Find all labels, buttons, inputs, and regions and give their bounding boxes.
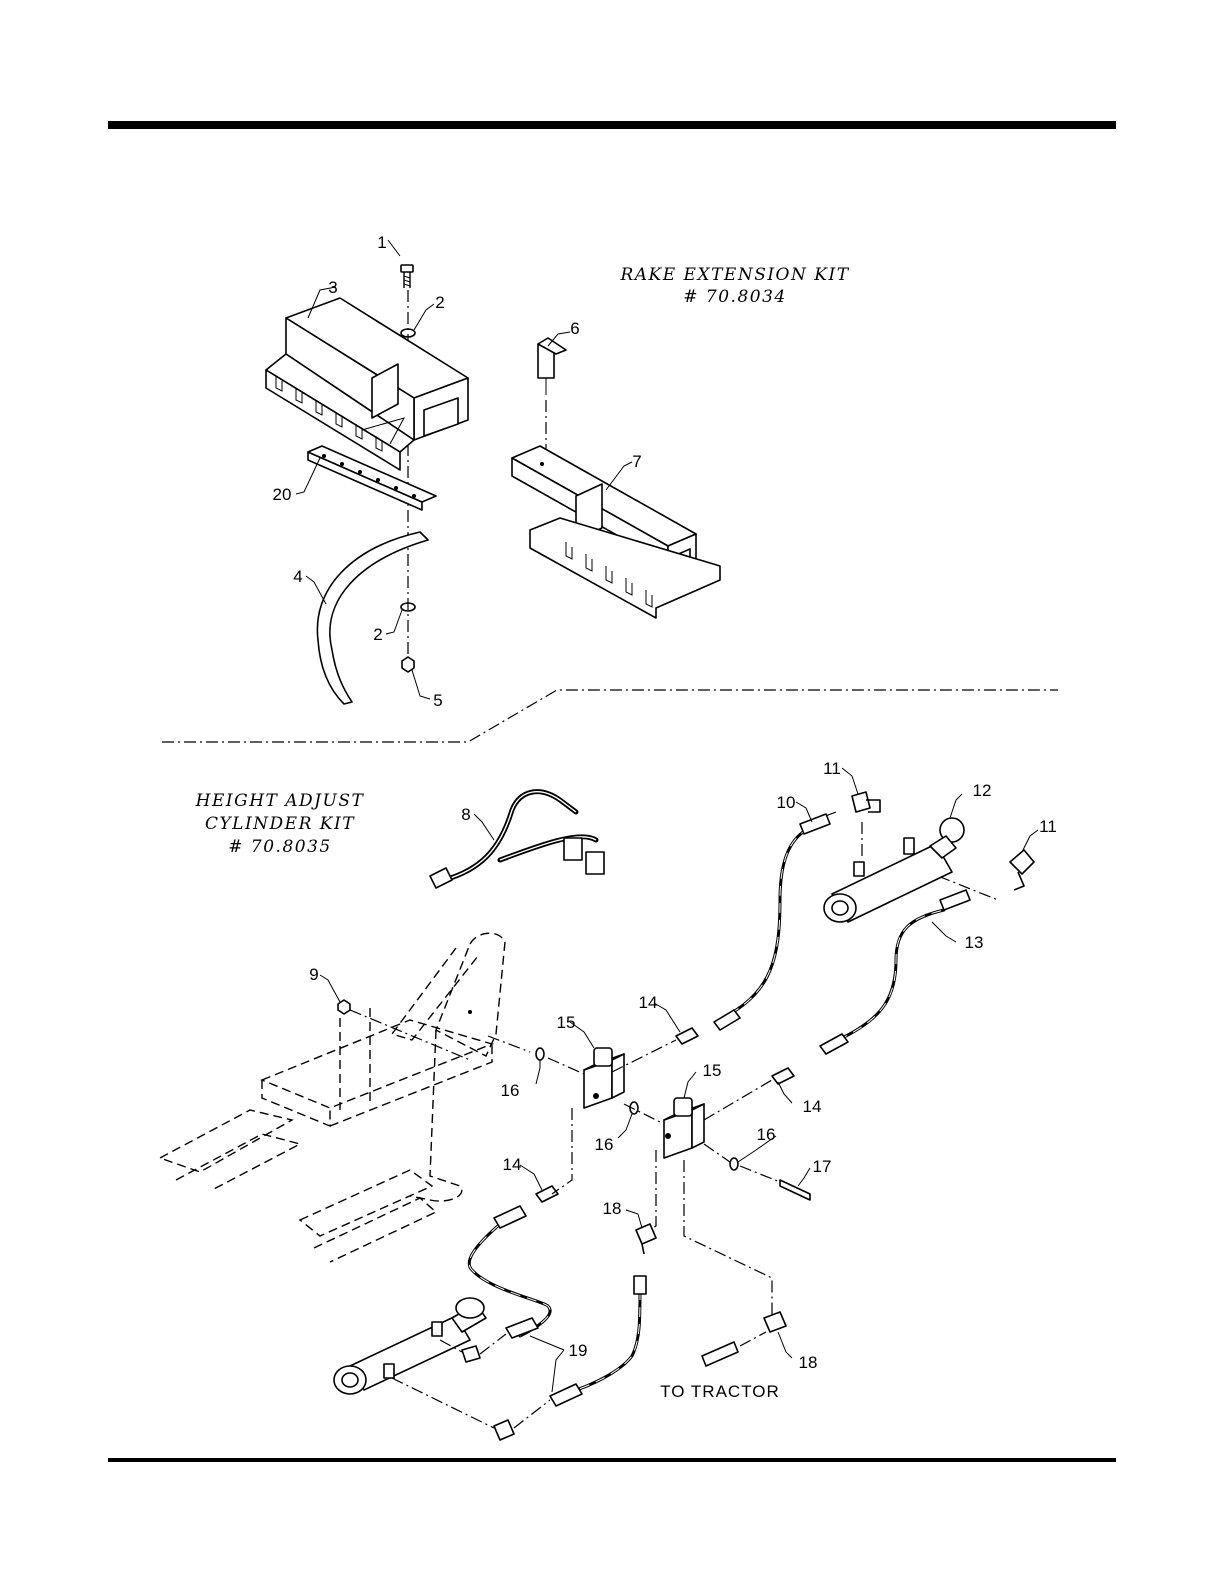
callout-14-c: 14 [503,1155,522,1174]
callout-11-upper: 11 [823,759,841,778]
tractor-coupler-part [702,1342,738,1366]
rake-bracket-left-part [266,298,468,470]
callout-16-a: 16 [501,1081,520,1100]
callout-15-a: 15 [557,1013,576,1032]
section-divider-line [162,690,1058,742]
solenoid-valve-part-left [584,1048,624,1108]
o-ring-part-c [730,1158,738,1170]
callout-18-a: 18 [603,1199,622,1218]
callout-2-upper: 2 [435,293,444,312]
callout-7: 7 [632,452,641,471]
rake-tine-part [317,532,428,704]
callout-16-b: 16 [595,1135,614,1154]
fitting-centerline [350,1010,470,1060]
tee-fitting-part-b [764,1312,786,1332]
callout-13: 13 [965,933,984,952]
height-kit-title-line1: HEIGHT ADJUST [195,791,365,811]
mounting-plate-part [308,446,436,510]
tractor-centerline [740,1332,766,1346]
callout-1: 1 [377,233,386,252]
callout-11-right: 11 [1039,817,1057,836]
rake-kit-title: RAKE EXTENSION KIT [619,265,849,285]
height-kit-number: # 70.8035 [228,837,331,857]
tee-fitting-part-a [636,1224,656,1254]
callout-17: 17 [813,1157,832,1176]
elbow-fitting-part-d [494,1420,514,1440]
callout-19: 19 [569,1341,588,1360]
callout-12: 12 [973,781,992,800]
hydraulic-cylinder-part-lower [334,1298,486,1394]
adapter-fitting-part-b [772,1068,794,1084]
callout-14-a: 14 [639,993,658,1012]
elbow-fitting-part-b [1010,850,1034,890]
nut-part [402,657,414,672]
hydraulic-hose-part-d [550,1276,646,1406]
callout-16-c: 16 [757,1125,776,1144]
callout-14-b: 14 [803,1097,822,1116]
hydraulic-hose-part-a [714,814,830,1030]
lock-pin-part [538,338,566,395]
adapter-fitting-part-c [536,1186,558,1202]
to-tractor-note: TO TRACTOR [660,1382,780,1401]
wire-harness-part [430,792,604,888]
callout-4: 4 [293,567,302,586]
callout-3: 3 [328,278,337,297]
callout-8: 8 [461,805,470,824]
callout-10: 10 [777,793,796,812]
callout-2-lower: 2 [373,625,382,644]
callout-20: 20 [273,485,292,504]
hydraulic-centerlines [488,812,998,1322]
solenoid-valve-part-right [664,1098,704,1158]
elbow-fitting-part-c [462,1346,480,1362]
bolt-part [401,265,413,288]
rake-kit-number: # 70.8034 [683,287,786,307]
callout-9: 9 [309,965,318,984]
height-kit-title-line2: CYLINDER KIT [205,814,355,834]
callout-18-b: 18 [799,1353,818,1372]
rake-bracket-right-part [512,446,720,618]
callout-15-b: 15 [703,1061,722,1080]
elbow-fitting-part-a [852,792,880,812]
callout-6: 6 [570,319,579,338]
callout-5: 5 [433,691,442,710]
o-ring-part-a [536,1048,544,1060]
plug-part [780,1180,810,1200]
rake-frame-reference [160,933,505,1262]
